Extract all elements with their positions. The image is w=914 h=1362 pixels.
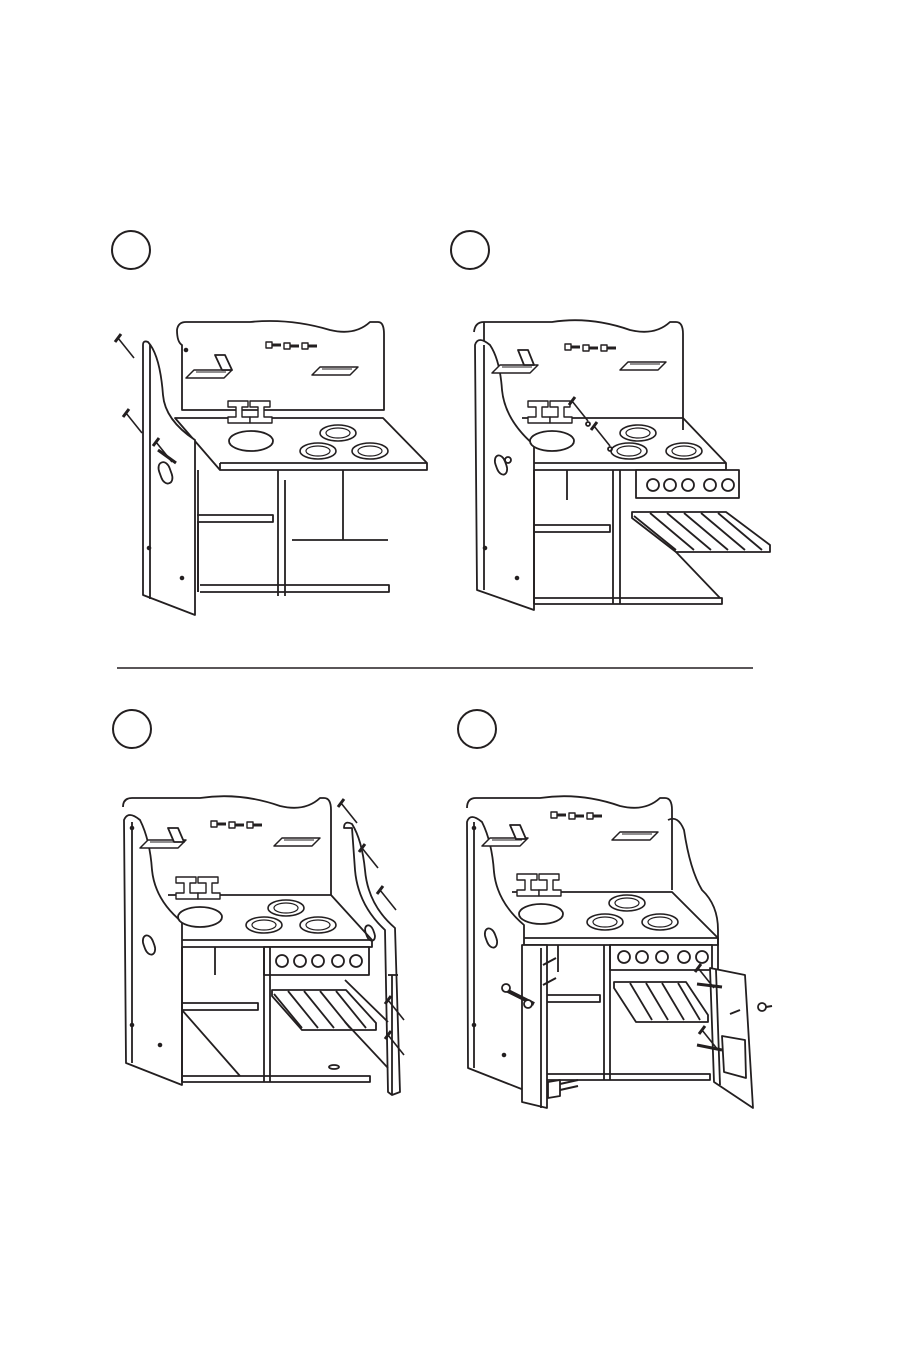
step-2-illustration <box>474 320 770 610</box>
step-1-badge <box>112 231 150 269</box>
step-4-illustration <box>467 796 772 1108</box>
step-2-badge <box>451 231 489 269</box>
step-3-illustration <box>123 796 404 1095</box>
step-1-illustration <box>115 321 427 615</box>
step-4-badge <box>458 710 496 748</box>
step-3-badge <box>113 710 151 748</box>
